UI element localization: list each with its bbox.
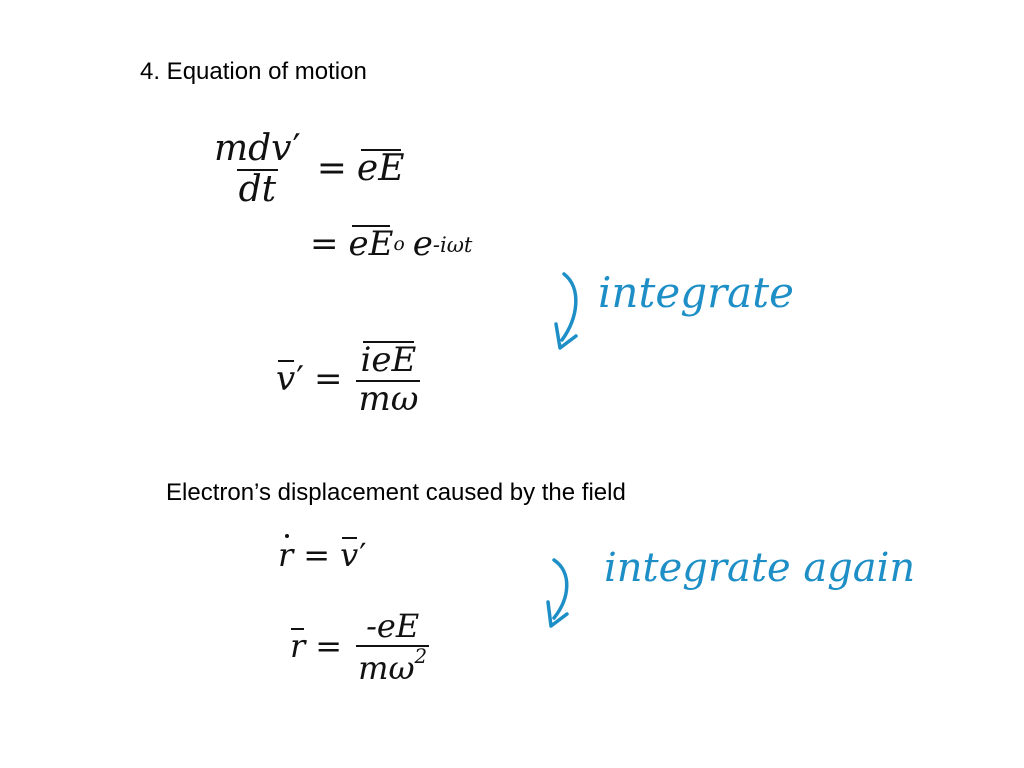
- exponent-iwt: -iωt: [432, 231, 473, 257]
- displacement-r: r: [290, 627, 306, 666]
- equals-sign: =: [315, 627, 343, 666]
- equation-newton: mdv′ dt = eE: [208, 128, 404, 209]
- slide-title: 4. Equation of motion: [140, 58, 367, 85]
- fraction-numerator: ieE: [360, 340, 417, 380]
- curved-arrow-icon: [554, 272, 578, 350]
- fraction-minus-eE-mw2: -eE mω2: [356, 607, 430, 687]
- curved-arrow-icon: [546, 558, 569, 628]
- equals-sign: =: [313, 358, 343, 399]
- term-eE0: eE: [348, 224, 394, 264]
- fraction-dv-dt: mdv′ dt: [212, 128, 303, 209]
- equals-sign: =: [303, 536, 331, 574]
- fraction-denominator: dt: [236, 169, 279, 210]
- velocity-v: v: [276, 358, 296, 399]
- rhs-eE: eE: [356, 147, 405, 189]
- equation-rdot: r = v′: [278, 534, 367, 574]
- fraction-numerator: -eE: [366, 607, 420, 645]
- velocity-v: v: [340, 536, 359, 574]
- rdot: r: [278, 534, 294, 574]
- subscript-zero: o: [393, 233, 405, 255]
- equation-displacement: r = -eE mω2: [290, 607, 433, 685]
- fraction-denominator: mω: [356, 379, 421, 419]
- equation-velocity: v′ = ieE mω: [276, 340, 421, 419]
- fraction-denominator: mω2: [356, 645, 430, 687]
- equals-sign: =: [310, 224, 339, 264]
- fraction-ieE-mw: ieE mω: [356, 340, 421, 419]
- annotation-integrate-again: integrate again: [604, 545, 916, 591]
- fraction-numerator: mdv′: [214, 128, 301, 169]
- term-exponential-base: e: [412, 224, 433, 264]
- subheading-displacement: Electron’s displacement caused by the fi…: [166, 479, 626, 506]
- equals-sign: =: [316, 147, 347, 189]
- annotation-integrate: integrate: [598, 268, 794, 317]
